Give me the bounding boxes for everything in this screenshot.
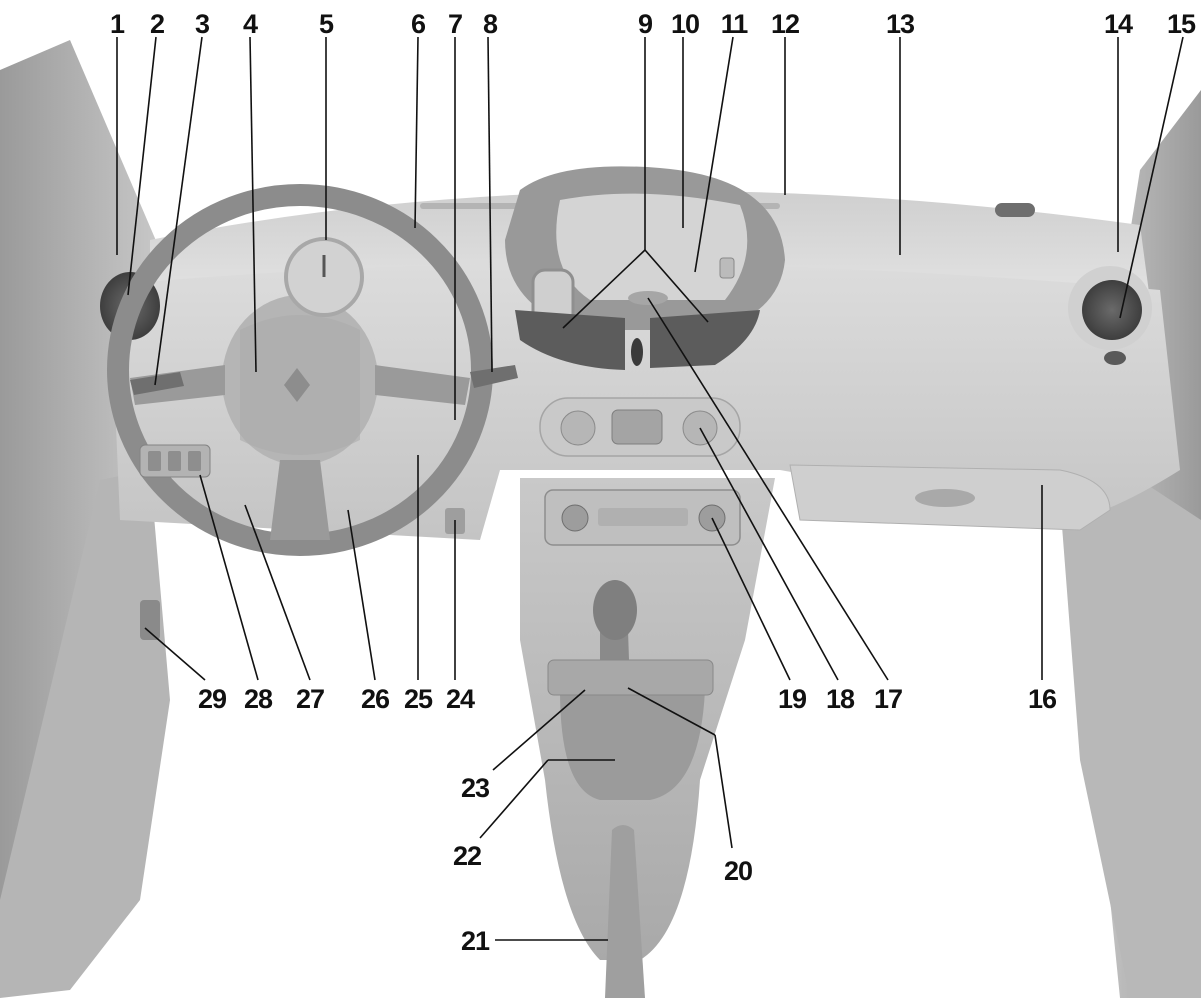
handbrake-lever <box>605 825 645 998</box>
leader-11 <box>694 36 734 273</box>
console-storage <box>547 659 714 696</box>
callout-6: 6 <box>411 9 426 39</box>
bonnet-release <box>140 600 160 640</box>
climate-display <box>611 409 663 445</box>
dashboard-illustration <box>0 40 1201 998</box>
callout-9: 9 <box>638 9 653 39</box>
callout-3: 3 <box>195 9 210 39</box>
leader-18 <box>699 427 839 681</box>
callout-25: 25 <box>404 684 433 714</box>
leader-15 <box>1119 36 1184 319</box>
center-vent-right <box>650 310 760 368</box>
leader-8 <box>487 36 493 373</box>
callout-21: 21 <box>461 926 490 956</box>
leader-27 <box>244 504 311 681</box>
driver-airbag-cover <box>240 315 360 455</box>
left-door-panel <box>0 470 170 998</box>
callout-14: 14 <box>1104 9 1133 39</box>
callout-28: 28 <box>244 684 273 714</box>
steering-wheel-rim <box>107 184 493 556</box>
leader-6 <box>414 36 419 229</box>
callout-24: 24 <box>446 684 475 714</box>
leader-9b <box>644 249 709 323</box>
leader-23 <box>492 689 586 771</box>
radio-buttons <box>598 508 688 526</box>
leader-17 <box>647 297 889 681</box>
callout-labels: 1 2 3 4 5 6 7 8 9 10 11 12 13 14 15 16 1… <box>110 9 1197 956</box>
callout-20: 20 <box>724 856 752 886</box>
callout-18: 18 <box>826 684 855 714</box>
leader-26 <box>347 509 376 681</box>
right-side-vent-grille <box>1082 280 1142 340</box>
lighting-stalk <box>130 372 184 395</box>
leader-20 <box>714 734 733 849</box>
callout-16: 16 <box>1028 684 1057 714</box>
radio-knob-left <box>561 504 589 532</box>
leader-29 <box>144 627 206 681</box>
switch-3 <box>188 451 201 471</box>
callout-2: 2 <box>150 9 164 39</box>
defrost-vent-right <box>995 203 1035 217</box>
callout-17: 17 <box>874 684 902 714</box>
leader-3 <box>154 36 203 386</box>
callout-7: 7 <box>448 9 462 39</box>
switch-1 <box>148 451 161 471</box>
callout-13: 13 <box>886 9 915 39</box>
callout-4: 4 <box>243 9 258 39</box>
callout-19: 19 <box>778 684 807 714</box>
steering-wheel-spoke-right <box>375 365 470 405</box>
callout-22: 22 <box>453 841 481 871</box>
leader-22 <box>479 759 549 839</box>
callout-23: 23 <box>461 773 490 803</box>
switch-2 <box>168 451 181 471</box>
callout-5: 5 <box>319 9 334 39</box>
leader-19 <box>711 517 791 681</box>
heating-control-left <box>560 410 596 446</box>
leader-9a <box>562 249 646 329</box>
right-door-panel <box>1060 480 1201 998</box>
instrument-face <box>556 193 748 300</box>
leader-28 <box>199 474 259 681</box>
hazard-switch <box>719 257 735 279</box>
callout-10: 10 <box>671 9 699 39</box>
callout-29: 29 <box>198 684 227 714</box>
center-vent-left <box>515 310 625 370</box>
callout-27: 27 <box>296 684 324 714</box>
callout-8: 8 <box>483 9 498 39</box>
leader-20b <box>627 687 716 736</box>
wiper-stalk <box>470 365 518 388</box>
leader-lines <box>116 36 1184 941</box>
gear-boot <box>560 690 705 800</box>
callout-15: 15 <box>1167 9 1196 39</box>
center-vent-key <box>631 338 643 366</box>
callout-1: 1 <box>110 9 125 39</box>
callout-11: 11 <box>721 9 749 39</box>
dash-knob-right <box>1104 351 1126 365</box>
gear-knob <box>593 580 637 640</box>
leader-4 <box>249 36 257 373</box>
callout-12: 12 <box>771 9 799 39</box>
steering-wheel-spoke-bottom <box>270 460 330 540</box>
callout-26: 26 <box>361 684 390 714</box>
leader-2 <box>127 36 157 296</box>
glovebox-handle <box>915 489 975 507</box>
